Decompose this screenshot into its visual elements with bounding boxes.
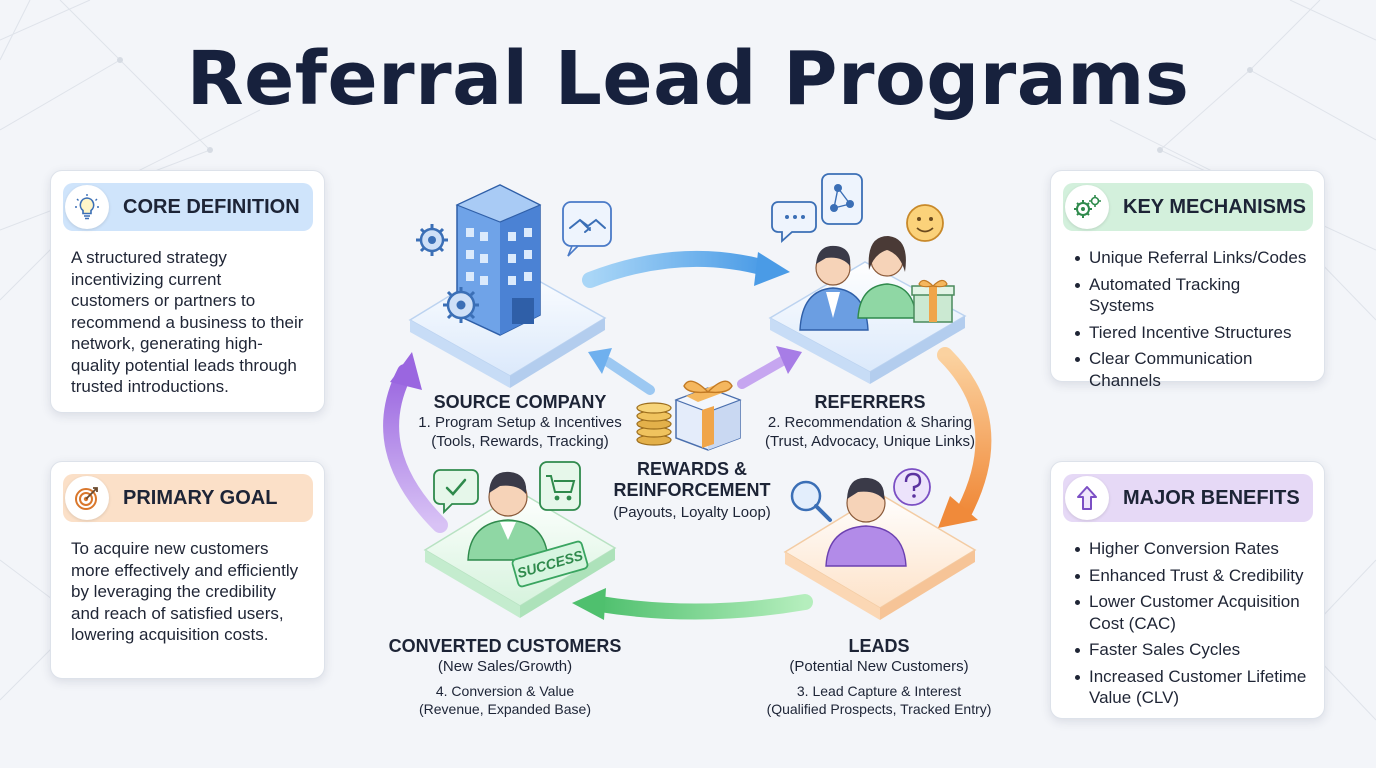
reward-gift-icon [674,380,742,451]
list-item: Enhanced Trust & Credibility [1071,565,1308,587]
core-definition-title: CORE DEFINITION [123,195,300,218]
cycle-arrow-to-source [383,352,448,533]
referrers-detail: (Trust, Advocacy, Unique Links) [764,433,976,450]
core-definition-header: CORE DEFINITION [63,183,313,231]
list-item: Automated Tracking Systems [1071,274,1308,317]
key-mechanisms-list: Unique Referral Links/Codes Automated Tr… [1071,247,1308,391]
arrow-up-icon [1065,476,1109,520]
rewards-title-line1: REWARDS & [636,459,747,479]
customer-person-icon [467,471,549,561]
converted-customers-name: CONVERTED CUSTOMERS [388,636,622,656]
rewards-title-line2: REINFORCEMENT [613,480,771,500]
reward-arrow-to-referrers [737,346,802,389]
page-title: Referral Lead Programs [186,36,1190,122]
gear-icon [416,224,448,256]
list-item: Clear Communication Channels [1071,348,1308,391]
primary-goal-header: PRIMARY GOAL [63,474,313,522]
target-icon [65,476,109,520]
key-mechanisms-header: KEY MECHANISMS [1063,183,1313,231]
source-company-name: SOURCE COMPANY [433,392,607,412]
referrers-name: REFERRERS [814,392,926,412]
leads-subtitle: (Potential New Customers) [789,658,969,675]
lead-person-icon [825,477,907,567]
gears-icon [1065,185,1109,229]
converted-customers-detail: (Revenue, Expanded Base) [419,701,591,717]
leads-detail: (Qualified Prospects, Tracked Entry) [766,701,992,717]
leads-label: LEADS (Potential New Customers) 3. Lead … [745,636,1013,718]
cycle-arrow-to-leads [937,347,992,528]
key-mechanisms-card: KEY MECHANISMS Unique Referral Links/Cod… [1050,170,1325,390]
primary-goal-text: To acquire new customers more effectivel… [71,539,299,644]
major-benefits-body: Higher Conversion Rates Enhanced Trust &… [1071,538,1308,714]
converted-customers-step: 4. Conversion & Value [435,683,575,699]
smiley-icon [906,204,944,242]
source-company-step: 1. Program Setup & Incentives [418,414,622,431]
chat-bubble-icon [771,201,817,244]
list-item: Unique Referral Links/Codes [1071,247,1308,269]
list-item: Increased Customer Lifetime Value (CLV) [1071,666,1308,709]
primary-goal-title: PRIMARY GOAL [123,486,278,509]
building-icon [455,184,542,336]
rewards-label: REWARDS & REINFORCEMENT (Payouts, Loyalt… [600,459,784,522]
leads-name: LEADS [848,636,910,656]
source-company-label: SOURCE COMPANY 1. Program Setup & Incent… [405,392,635,451]
list-item: Faster Sales Cycles [1071,639,1308,661]
converted-customers-subtitle: (New Sales/Growth) [437,658,573,675]
magnifier-icon [790,480,832,522]
referrer-person-icon [857,236,917,319]
lightbulb-icon [65,185,109,229]
referrers-label: REFERRERS 2. Recommendation & Sharing (T… [750,392,990,451]
major-benefits-card: MAJOR BENEFITS Higher Conversion Rates E… [1050,461,1325,719]
gear-icon [443,287,479,323]
primary-goal-card: PRIMARY GOAL To acquire new customers mo… [50,461,325,679]
list-item: Tiered Incentive Structures [1071,322,1308,344]
cycle-arrow-to-converted [572,588,813,620]
handshake-icon [562,201,612,257]
source-company-detail: (Tools, Rewards, Tracking) [431,433,609,450]
major-benefits-header: MAJOR BENEFITS [1063,474,1313,522]
major-benefits-title: MAJOR BENEFITS [1123,486,1300,509]
converted-customers-label: CONVERTED CUSTOMERS (New Sales/Growth) 4… [380,636,630,718]
core-definition-text: A structured strategy incentivizing curr… [71,248,304,396]
major-benefits-list: Higher Conversion Rates Enhanced Trust &… [1071,538,1308,709]
shopping-cart-icon [539,461,581,511]
reward-arrow-to-source [588,348,655,395]
list-item: Higher Conversion Rates [1071,538,1308,560]
list-item: Lower Customer Acquisition Cost (CAC) [1071,591,1308,634]
cycle-arrow-to-referrers [582,250,790,288]
referrers-step: 2. Recommendation & Sharing [767,414,973,431]
gift-icon [911,279,955,323]
rewards-detail: (Payouts, Loyalty Loop) [613,504,771,521]
key-mechanisms-body: Unique Referral Links/Codes Automated Tr… [1071,247,1308,396]
core-definition-card: CORE DEFINITION A structured strategy in… [50,170,325,413]
key-mechanisms-title: KEY MECHANISMS [1123,195,1306,218]
network-chat-icon [821,173,863,225]
question-chat-icon [893,468,931,506]
referrer-person-icon [799,245,869,331]
checkmark-chat-icon [433,469,479,515]
success-badge [511,540,589,588]
leads-step: 3. Lead Capture & Interest [796,683,962,699]
coins-icon [636,402,672,446]
